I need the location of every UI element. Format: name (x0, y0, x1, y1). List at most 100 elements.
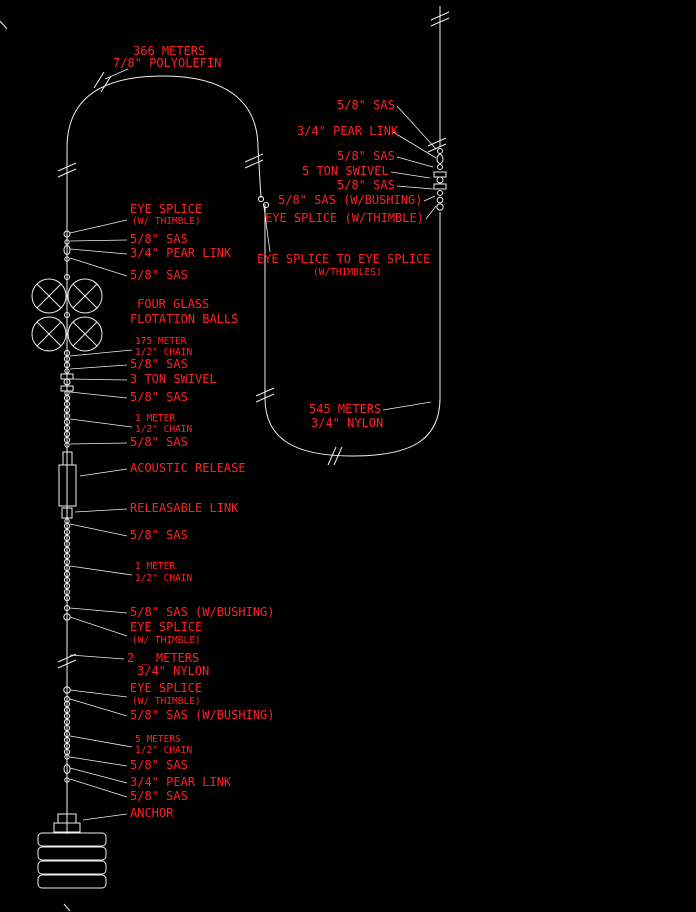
chain-link (63, 424, 71, 432)
top-pear-link-shape (436, 154, 444, 164)
leader-line (390, 171, 431, 179)
chain-link (63, 588, 71, 596)
leader-line (69, 565, 133, 576)
left-sas-link-2 (64, 256, 70, 262)
leader-line (69, 689, 128, 698)
anchor-slab-2 (37, 846, 107, 861)
break-tick (255, 393, 275, 403)
chain-link (63, 355, 71, 363)
acoustic-release-main (58, 464, 77, 507)
label-eye-splice-3: EYE SPLICE (130, 681, 202, 695)
polyolefin-rope-loop (66, 75, 262, 230)
sas-bushing-link-1 (64, 605, 70, 611)
label-sas-4: 5/8" SAS (130, 390, 188, 404)
leader-line (69, 391, 128, 399)
left-pear-link-1 (63, 245, 71, 255)
leader-line (69, 735, 133, 748)
label-acoustic-release: ACOUSTIC RELEASE (130, 461, 246, 475)
label-nylon2-type: 3/4" NYLON (137, 664, 209, 678)
break-tick (57, 162, 77, 172)
leader-line (69, 257, 128, 277)
glass-ball-hatch (36, 321, 62, 347)
chain-link (63, 730, 71, 738)
label-sas-bushing-2: 5/8" SAS (W/BUSHING) (130, 708, 275, 722)
break-tick (427, 137, 447, 147)
top-sas-link-3 (437, 190, 443, 196)
label-top-sas-1: 5/8" SAS (337, 98, 395, 112)
label-top-sas-2: 5/8" SAS (337, 149, 395, 163)
label-eye-splice-2: EYE SPLICE (130, 620, 202, 634)
frame-mark-top-left (0, 20, 8, 30)
leader-line (396, 156, 434, 168)
break-tick (57, 168, 77, 178)
eye-to-eye-link-a (257, 195, 265, 203)
label-releasable-link: RELEASABLE LINK (130, 501, 239, 515)
anchor-slab-1 (37, 832, 107, 847)
label-chain1a-type: 1/2" CHAIN (135, 424, 192, 435)
label-sas-5: 5/8" SAS (130, 435, 188, 449)
chain-link (63, 570, 71, 578)
diagram-artwork (0, 6, 447, 912)
label-sas-8: 5/8" SAS (130, 789, 188, 803)
chain-link (63, 748, 71, 756)
break-tick (244, 159, 264, 169)
chain-link (63, 361, 71, 369)
leader-line (104, 68, 129, 80)
glass-ball (31, 316, 67, 352)
chain-link (63, 430, 71, 438)
label-pear-link-2: 3/4" PEAR LINK (130, 775, 232, 789)
leader-line (69, 607, 128, 614)
label-eye-to-eye: EYE SPLICE TO EYE SPLICE (257, 252, 430, 266)
label-sas-6: 5/8" SAS (130, 528, 188, 542)
anchor-stack (37, 813, 107, 889)
swivel-3ton-body (63, 378, 71, 386)
chain-link (63, 558, 71, 566)
chain-link (63, 418, 71, 426)
break-tick (255, 387, 275, 397)
leader-line (69, 219, 128, 234)
anchor-slab-3 (37, 860, 107, 875)
chain-link (63, 349, 71, 357)
leader-line (69, 767, 128, 784)
top-swivel-upper (433, 171, 447, 178)
label-top-sas-bushing: 5/8" SAS (W/BUSHING) (278, 193, 423, 207)
chain-links-layer (63, 349, 71, 756)
label-top-pear-link: 3/4" PEAR LINK (297, 124, 399, 138)
glass-flotation-balls (31, 278, 103, 352)
glass-ball (67, 278, 103, 314)
left-sas-link-8 (64, 777, 70, 783)
label-balls-1: FOUR GLASS (137, 297, 209, 311)
label-pear-link-1: 3/4" PEAR LINK (130, 246, 232, 260)
acoustic-release-body (58, 451, 77, 524)
leader-line (69, 364, 128, 370)
ball-cluster-top-link (64, 274, 70, 280)
label-eye-splice-2-thimble: (W/ THIMBLE) (132, 635, 201, 646)
label-nylon2-length: 2 _ METERS (127, 651, 199, 665)
leader-line (425, 205, 437, 220)
chain-link (63, 534, 71, 542)
top-sas-link-2 (437, 164, 443, 170)
break-tick (100, 75, 112, 93)
leader-line (396, 185, 434, 190)
chain-link (63, 594, 71, 602)
label-rope545-type: 3/4" NYLON (311, 416, 383, 430)
leader-line (69, 349, 133, 357)
glass-ball (67, 316, 103, 352)
label-chain5-type: 1/2" CHAIN (135, 745, 192, 756)
chain-link (63, 522, 71, 530)
break-tick (333, 446, 343, 466)
left-sas-link-3 (64, 368, 70, 374)
leader-line (82, 813, 128, 821)
label-sas-3: 5/8" SAS (130, 357, 188, 371)
chain-link (63, 742, 71, 750)
top-hardware-cluster (433, 148, 447, 211)
label-rope366-type: 7/8" POLYOLEFIN (113, 56, 221, 70)
label-leader-lines (69, 68, 437, 821)
label-rope545-length: 545 METERS (309, 402, 381, 416)
label-top-sas-3: 5/8" SAS (337, 178, 395, 192)
chain-link (63, 718, 71, 726)
label-eye-splice-3-thimble: (W/ THIMBLE) (132, 696, 201, 707)
leader-line (74, 508, 128, 513)
chain-link (63, 706, 71, 714)
